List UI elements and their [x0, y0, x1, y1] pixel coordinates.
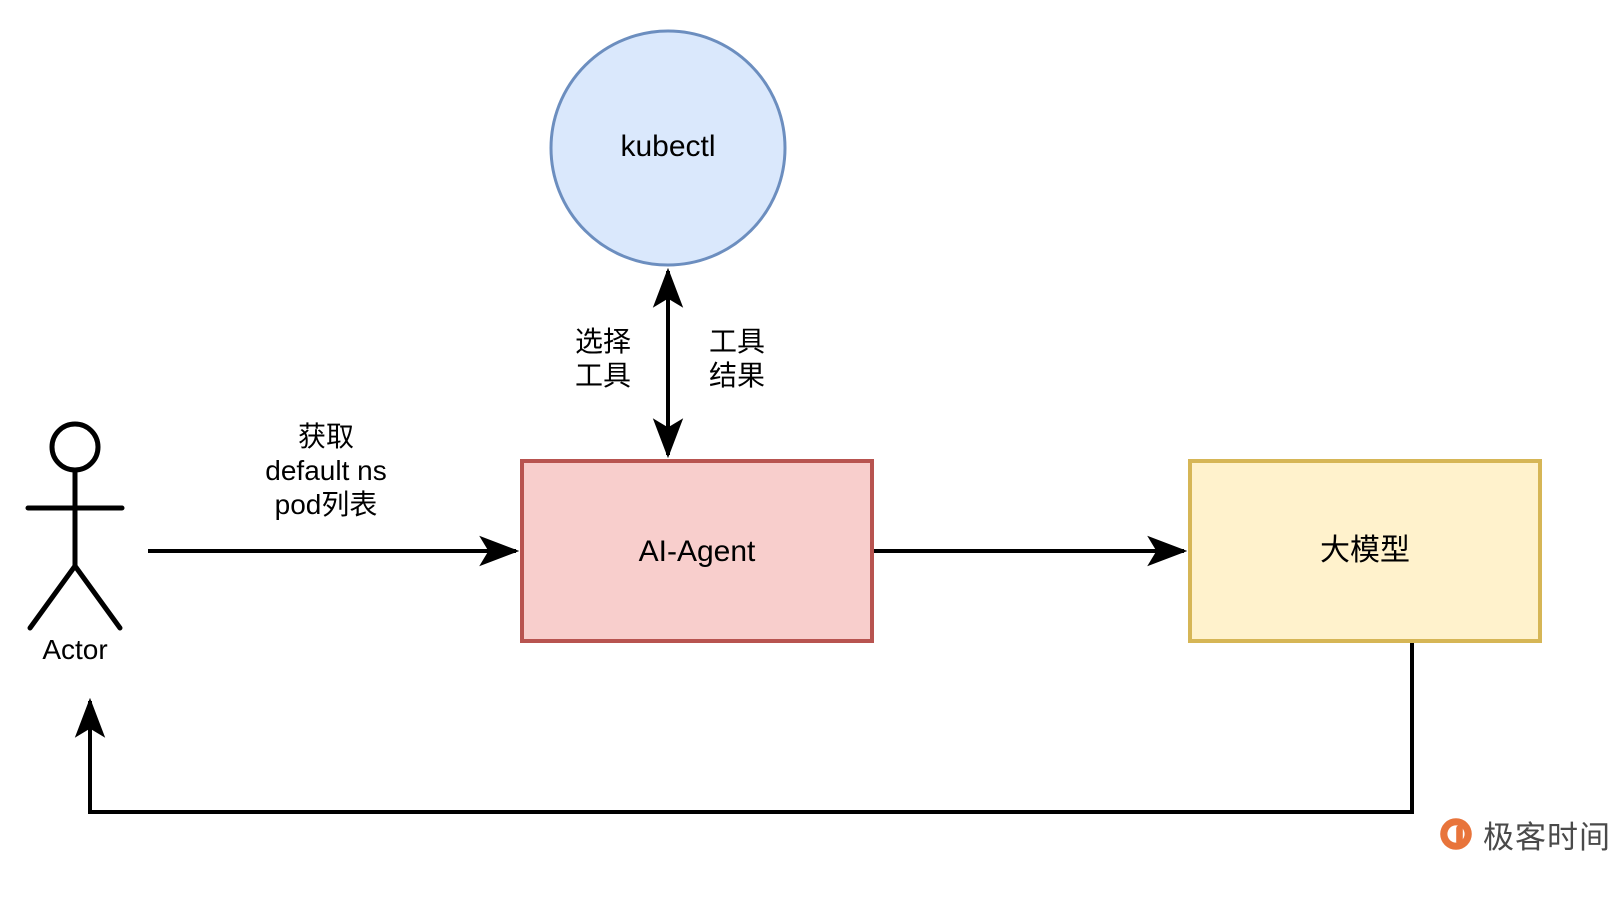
- edge-select-tool-label: 选择 工具: [574, 326, 631, 392]
- watermark: 极客时间: [1438, 812, 1611, 856]
- node-ai-agent[interactable]: [520, 459, 874, 643]
- watermark-brand-text: 极客时间: [1483, 819, 1611, 855]
- actor-leg-right-line: [72, 563, 123, 631]
- node-kubectl[interactable]: [549, 29, 787, 267]
- geektime-logo-icon: [1440, 818, 1472, 850]
- actor-leg-left-line: [27, 563, 78, 631]
- edge-tool-result-label: 工具 结果: [708, 326, 765, 392]
- node-actor[interactable]: [25, 421, 125, 631]
- actor-head-icon: [49, 421, 101, 473]
- edge-llm-to-actor[interactable]: [74, 643, 1414, 814]
- node-llm[interactable]: [1188, 459, 1542, 643]
- edge-actor-to-agent-label: 获取 default ns pod列表: [265, 421, 387, 521]
